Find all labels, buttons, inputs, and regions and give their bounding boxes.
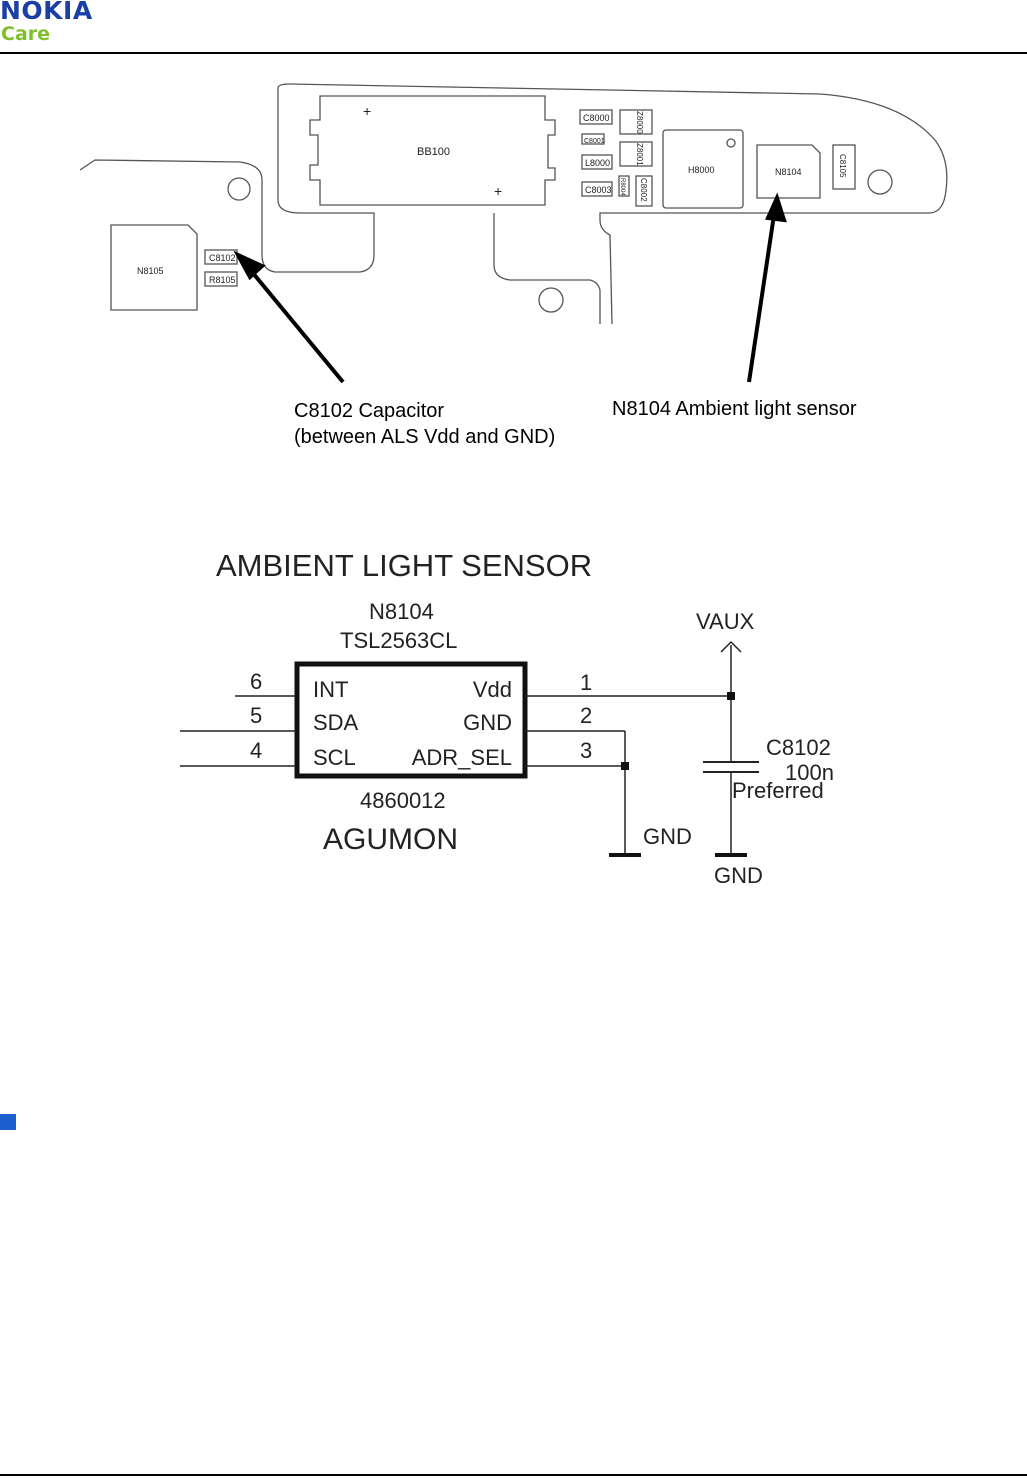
n8104-callout: N8104 Ambient light sensor — [612, 398, 857, 420]
pin-num-1: 1 — [580, 670, 592, 695]
vaux-label: VAUX — [696, 609, 755, 634]
r8004-label: R8004 — [619, 178, 625, 196]
plus-sign-top: + — [363, 103, 371, 119]
plus-sign-bottom: + — [494, 183, 502, 199]
schematic-title: AMBIENT LIGHT SENSOR — [216, 548, 592, 583]
n8104-arrow-head — [765, 192, 787, 223]
n8105-label: N8105 — [137, 266, 164, 276]
c8001-label: C8001 — [584, 138, 605, 145]
junction-dot-vdd — [727, 692, 735, 700]
schematic-name: AGUMON — [323, 823, 458, 856]
pcb-layout-drawing: BB100 + + C8000 C8001 L8000 C8003 Z8000 … — [79, 83, 948, 448]
schematic-part: TSL2563CL — [340, 628, 457, 653]
pin-name-vdd: Vdd — [473, 677, 512, 702]
pin-num-5: 5 — [250, 703, 262, 728]
section-marker-square — [0, 1114, 16, 1130]
c8003-label: C8003 — [585, 185, 612, 195]
pin-name-int: INT — [313, 677, 348, 702]
header-rule — [0, 52, 1027, 54]
pin-name-adr-sel: ADR_SEL — [412, 745, 512, 770]
l8000-label: L8000 — [585, 158, 610, 168]
ic-body — [294, 661, 528, 779]
capacitor-ref: C8102 — [766, 735, 831, 760]
c8102-label: C8102 — [209, 253, 236, 263]
pin-num-6: 6 — [250, 669, 262, 694]
schematic-ref: N8104 — [369, 599, 434, 624]
schematic-code: 4860012 — [360, 788, 446, 813]
junction-dot-adr — [621, 762, 629, 770]
n8104-arrow-shaft — [747, 214, 776, 383]
c8102-arrow-head — [233, 250, 266, 281]
bb100-label: BB100 — [417, 146, 450, 158]
board-outline — [277, 83, 948, 325]
pin-num-3: 3 — [580, 738, 592, 763]
board-outline-lower — [79, 159, 375, 273]
z8001-label: Z8001 — [635, 143, 644, 166]
care-logo: Care — [1, 23, 51, 45]
z8000-label: Z8000 — [635, 111, 644, 134]
bb100-outline — [309, 95, 556, 206]
c8002-label: C8002 — [639, 178, 648, 202]
footer-rule — [0, 1474, 1027, 1476]
r8105-label: R8105 — [209, 275, 236, 285]
pin-name-sda: SDA — [313, 710, 359, 735]
c8000-label: C8000 — [583, 113, 610, 123]
gnd-label-cap: GND — [714, 863, 763, 888]
nokia-logo: NOKIA — [0, 0, 93, 25]
c8102-arrow-shaft — [250, 270, 345, 384]
c8102-callout-subtitle: (between ALS Vdd and GND) — [294, 426, 555, 448]
capacitor-note: Preferred — [732, 778, 824, 803]
h8000-label: H8000 — [688, 165, 715, 175]
board-slot — [493, 213, 601, 324]
n8104-label: N8104 — [775, 167, 802, 177]
gnd-label-adr: GND — [643, 824, 692, 849]
pin-num-4: 4 — [250, 738, 262, 763]
capacitor-value: 100n — [785, 760, 834, 785]
pin-name-gnd: GND — [463, 710, 512, 735]
pin-num-2: 2 — [580, 703, 592, 728]
c8102-callout-title: C8102 Capacitor — [294, 400, 444, 422]
c8105-label: C8105 — [838, 154, 847, 178]
pin-name-scl: SCL — [313, 745, 356, 770]
